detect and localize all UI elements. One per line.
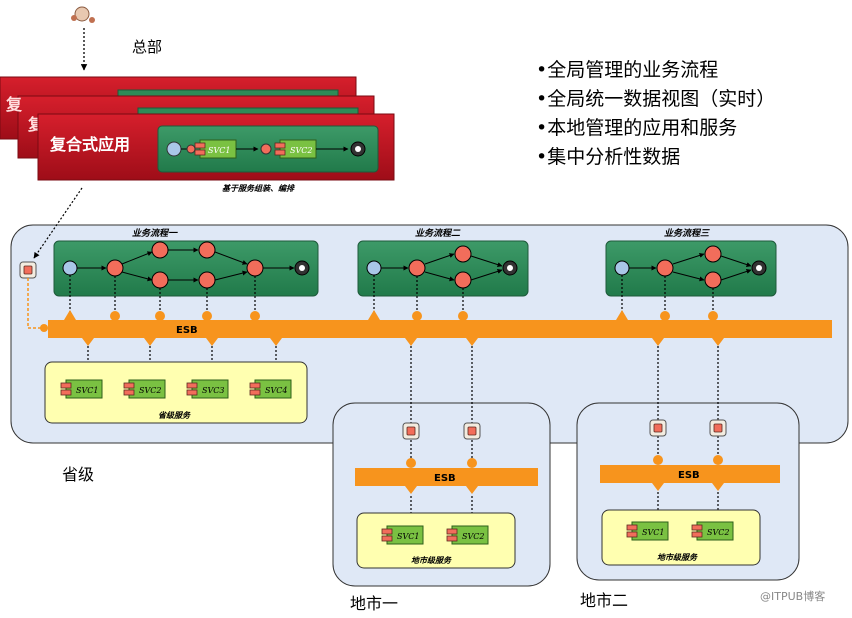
city-1-service-label: SVC2 (462, 532, 484, 541)
city-2-service-label: SVC2 (707, 528, 729, 537)
bullet-item: •本地管理的应用和服务 (536, 117, 737, 139)
city-2-esb-label: ESB (678, 470, 700, 481)
process-3-box (605, 240, 777, 297)
city-2-label: 地市二 (580, 591, 628, 610)
composite-app-stack: 复 复 (0, 76, 395, 181)
province-services-box (44, 361, 308, 424)
city-1-interface-icon (463, 422, 481, 440)
bullet-item: •全局管理的业务流程 (536, 59, 718, 81)
city-1-services-caption: 地市级服务 (411, 556, 452, 565)
composite-flow-nodes (166, 139, 366, 159)
process-title: 业务流程二 (415, 228, 461, 239)
watermark: @ITPUB博客 (760, 589, 825, 603)
process-title: 业务流程三 (664, 228, 710, 239)
process-1-box (53, 240, 319, 297)
province-service-label: SVC1 (76, 386, 98, 395)
province-service-label: SVC3 (202, 386, 224, 395)
hq-person-icon (71, 6, 95, 23)
process-title: 业务流程一 (132, 228, 178, 239)
composite-svc1-label: SVC1 (208, 146, 230, 155)
city-2-services-caption: 地市级服务 (657, 553, 698, 562)
svg-text:复: 复 (5, 95, 23, 114)
city-1-esb-bar (355, 468, 538, 486)
province-esb-bar (48, 320, 832, 338)
province-services-caption: 省级服务 (158, 411, 191, 420)
city-2-interface-icon (649, 419, 667, 437)
city-2-service-label: SVC1 (642, 528, 664, 537)
province-esb-label: ESB (176, 325, 198, 336)
province-process-connectors (69, 275, 714, 314)
bullet-item: •全局统一数据视图（实时） (536, 88, 775, 110)
city-1-service-label: SVC1 (397, 532, 419, 541)
city-2-interface-icon (709, 419, 727, 437)
city-1-esb-label: ESB (434, 473, 456, 484)
composite-app-label: 复合式应用 (49, 135, 130, 154)
city-1-interface-icon (402, 422, 420, 440)
province-interface-icon (19, 261, 37, 279)
city-2-esb-bar (600, 465, 780, 483)
composite-svc2-label: SVC2 (290, 146, 312, 155)
province-service-label: SVC4 (265, 386, 287, 395)
city-1-label: 地市一 (350, 594, 398, 613)
bullet-item: •集中分析性数据 (536, 146, 680, 168)
province-service-label: SVC2 (139, 386, 161, 395)
hq-label: 总部 (132, 38, 162, 56)
province-label: 省级 (62, 465, 94, 484)
process-3-flow (614, 245, 767, 289)
composite-caption: 基于服务组装、编排 (222, 184, 296, 193)
process-2-flow (366, 245, 518, 289)
province-esb-ports (64, 310, 724, 346)
bullet-list: •全局管理的业务流程 •全局统一数据视图（实时） •本地管理的应用和服务 •集中… (536, 59, 775, 168)
process-2-box (357, 240, 529, 297)
